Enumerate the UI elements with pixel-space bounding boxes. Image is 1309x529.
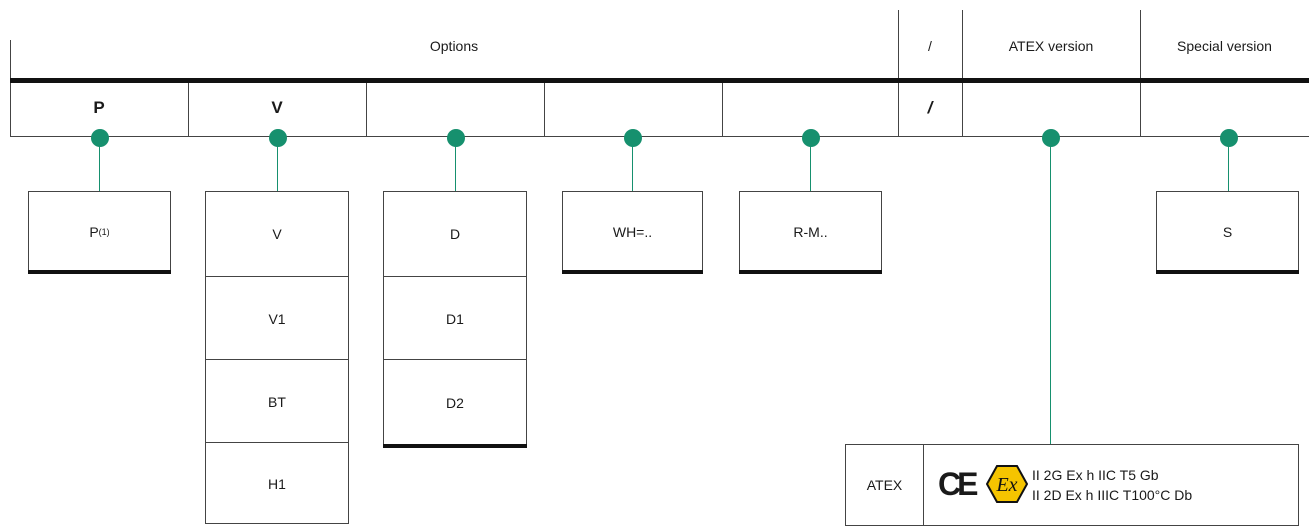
connector-dot-p bbox=[91, 129, 109, 147]
connector-rm bbox=[810, 137, 811, 192]
connector-dot-d bbox=[447, 129, 465, 147]
box-underline bbox=[739, 270, 882, 274]
connector-wh bbox=[632, 137, 633, 192]
atex-label: ATEX bbox=[866, 477, 903, 493]
code-divider bbox=[722, 83, 723, 137]
box-underline bbox=[383, 444, 527, 448]
svg-text:Ex: Ex bbox=[995, 474, 1017, 496]
option-box-d: D D1 D2 bbox=[383, 191, 527, 446]
header-divider bbox=[10, 40, 11, 80]
ce-mark-icon: CE bbox=[938, 466, 979, 502]
box-underline bbox=[1156, 270, 1299, 274]
option-cell-s: S bbox=[1222, 224, 1233, 240]
header-thick-rule bbox=[10, 78, 1309, 83]
connector-v bbox=[277, 137, 278, 192]
connector-d bbox=[455, 137, 456, 192]
connector-dot-v bbox=[269, 129, 287, 147]
option-cell-rm: R-M.. bbox=[793, 224, 828, 240]
header-divider bbox=[1140, 10, 1141, 80]
option-cell-d: D bbox=[449, 226, 461, 242]
option-cell-bt: BT bbox=[206, 359, 348, 443]
connector-dot-rm bbox=[802, 129, 820, 147]
option-cell-h1: H1 bbox=[206, 442, 348, 524]
atex-box: ATEX CE Ex II 2G Ex h IIC T5 Gb II 2D Ex… bbox=[845, 444, 1299, 526]
connector-dot-s bbox=[1220, 129, 1238, 147]
ex-hexagon-icon: Ex bbox=[985, 465, 1029, 503]
code-row-bottom bbox=[10, 136, 1309, 137]
box-underline bbox=[28, 270, 171, 274]
option-p-label: P bbox=[89, 224, 99, 240]
code-divider bbox=[898, 83, 899, 137]
options-header: Options bbox=[429, 38, 479, 54]
header-divider bbox=[898, 10, 899, 80]
atex-label-cell: ATEX bbox=[846, 445, 923, 525]
separator-header: / bbox=[928, 38, 932, 54]
code-divider bbox=[544, 83, 545, 137]
atex-divider bbox=[923, 445, 924, 525]
connector-s bbox=[1228, 137, 1229, 192]
option-cell-p: P(1) bbox=[29, 192, 170, 272]
option-cell-v: V bbox=[272, 226, 282, 242]
code-divider bbox=[188, 83, 189, 137]
code-divider bbox=[962, 83, 963, 137]
option-p-footnote: (1) bbox=[98, 227, 110, 237]
code-divider bbox=[366, 83, 367, 137]
connector-atex bbox=[1050, 137, 1051, 445]
atex-marking-line1: II 2G Ex h IIC T5 Gb bbox=[1032, 467, 1159, 483]
code-p: P bbox=[93, 98, 105, 117]
option-box-wh: WH=.. bbox=[562, 191, 703, 273]
connector-p bbox=[99, 137, 100, 192]
connector-dot-atex bbox=[1042, 129, 1060, 147]
box-underline bbox=[562, 270, 703, 274]
option-cell-d1: D1 bbox=[384, 276, 526, 360]
code-divider bbox=[1140, 83, 1141, 137]
option-box-v: V V1 BT H1 bbox=[205, 191, 349, 524]
option-cell-d2: D2 bbox=[384, 359, 526, 446]
atex-marking-line2: II 2D Ex h IIIC T100°C Db bbox=[1032, 487, 1193, 503]
option-box-s: S bbox=[1156, 191, 1299, 273]
option-box-p: P(1) bbox=[28, 191, 171, 273]
code-slash: / bbox=[927, 98, 933, 117]
special-version-header: Special version bbox=[1177, 38, 1272, 54]
option-cell-v1: V1 bbox=[206, 276, 348, 360]
header-divider bbox=[962, 10, 963, 80]
code-divider bbox=[10, 83, 11, 137]
code-v: V bbox=[271, 98, 283, 117]
atex-version-header: ATEX version bbox=[1008, 38, 1094, 54]
option-box-rm: R-M.. bbox=[739, 191, 882, 273]
option-cell-wh: WH=.. bbox=[612, 224, 653, 240]
connector-dot-wh bbox=[624, 129, 642, 147]
